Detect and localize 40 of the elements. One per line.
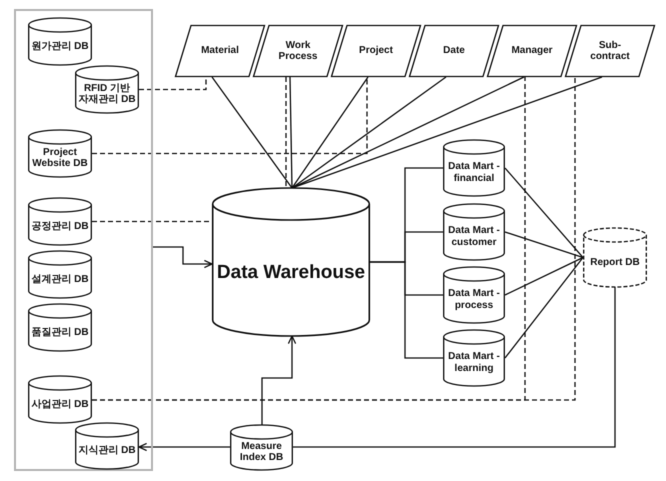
arrow (153, 246, 213, 268)
database-label: Data Mart - financial (447, 161, 501, 184)
database-label: 원가관리 DB (31, 40, 89, 52)
database-label: RFID 기반 자재관리 DB (78, 82, 136, 106)
connector-line (504, 257, 584, 358)
connector-line (285, 77, 287, 189)
connector-line (92, 220, 212, 222)
database-label: Measure Index DB (238, 440, 284, 464)
connector-line (292, 76, 446, 189)
database-label: Project Website DB (31, 146, 89, 170)
database-label: Report DB (590, 256, 640, 268)
arrow (138, 442, 230, 452)
connector-line (292, 76, 602, 189)
arrow (261, 335, 296, 425)
database-label: 품질관리 DB (31, 326, 89, 338)
connector-line (293, 287, 616, 448)
group-panel (14, 9, 153, 471)
database-label: Data Mart - process (447, 288, 501, 312)
connector-line (289, 76, 293, 188)
dimension-label: Project (359, 45, 393, 57)
connector-line (139, 77, 207, 90)
database-label: 지식관리 DB (78, 445, 136, 457)
database-label: Data Mart - learning (447, 351, 501, 374)
connector-line (92, 77, 368, 154)
database-label: 설계관리 DB (31, 274, 89, 286)
database-label: Data Warehouse (216, 262, 366, 284)
connector-line (211, 76, 293, 188)
connector-line (291, 76, 369, 188)
connector-line (504, 168, 584, 258)
dimension-label: Work Process (278, 40, 318, 62)
dimension-label: Manager (511, 45, 553, 57)
database-label: Data Mart - customer (447, 225, 501, 248)
database-label: 사업관리 DB (31, 398, 89, 410)
connector-line (504, 256, 584, 296)
connector-line (370, 261, 443, 359)
connector-line (504, 231, 584, 258)
database-label: 공정관리 DB (31, 220, 89, 232)
dimension-label: Material (201, 45, 239, 57)
dimension-label: Sub- contract (589, 40, 631, 62)
dimension-label: Date (443, 45, 465, 57)
